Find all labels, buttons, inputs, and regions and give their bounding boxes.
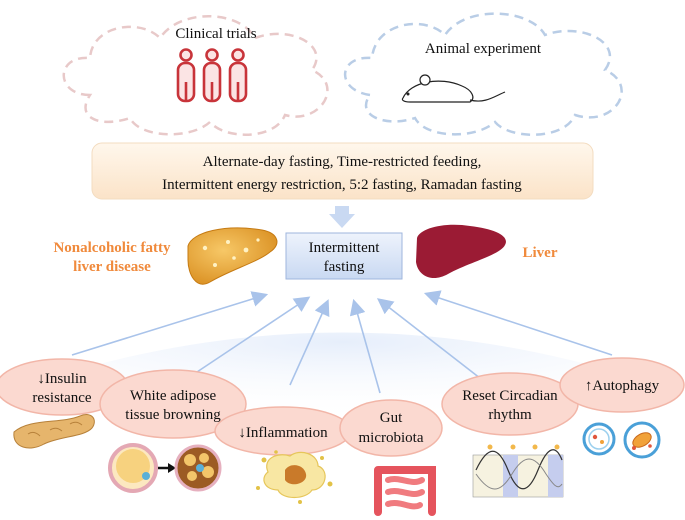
- clinical-trials-label: Clinical trials: [175, 26, 256, 42]
- mechanism-line-1: ↓Inflammation: [238, 425, 328, 441]
- mouse-icon: [401, 74, 506, 103]
- mechanism-line-1: White adipose: [130, 388, 217, 404]
- mechanism-gut: Gut microbiota: [339, 399, 443, 457]
- mechanisms: ↓Insulin resistance White adipose tissue…: [0, 357, 685, 457]
- animal-experiment-cloud: Animal experiment: [343, 12, 623, 136]
- mechanism-line-2: rhythm: [488, 407, 532, 423]
- mechanism-line-2: resistance: [32, 390, 91, 406]
- liver-icon: [416, 224, 506, 279]
- cloud-outline: [62, 15, 329, 136]
- liver-group: Liver: [416, 224, 558, 279]
- fatty-liver-icon: [187, 227, 278, 285]
- arrow-gut: [349, 298, 381, 394]
- inflammation-cell-icon: [256, 450, 333, 504]
- circadian-wave-icon: [472, 444, 564, 498]
- center-panel: [285, 232, 403, 280]
- animal-experiment-label: Animal experiment: [425, 41, 542, 57]
- center-label-line-1: Intermittent: [309, 240, 381, 256]
- adipocyte-icon: [108, 443, 222, 493]
- arrow-inflammation: [289, 299, 330, 386]
- mechanism-line-2: microbiota: [359, 430, 424, 446]
- mechanism-line-1: ↓Insulin: [37, 371, 87, 387]
- nafld-group: Nonalcoholic fatty liver disease: [53, 227, 278, 285]
- mechanism-line-1: ↑Autophagy: [585, 378, 660, 394]
- mechanism-autophagy: ↑Autophagy: [559, 357, 685, 413]
- mechanism-adipose: White adipose tissue browning: [99, 369, 247, 439]
- arrow-circadian: [376, 298, 486, 383]
- regimens-line-2: Intermittent energy restriction, 5:2 fas…: [162, 177, 522, 193]
- people-group-icon: [176, 48, 248, 103]
- intestine-icon: [374, 466, 436, 516]
- mechanism-circadian: Reset Circadian rhythm: [441, 372, 579, 436]
- down-arrow-icon: [329, 206, 355, 228]
- regimens-line-1: Alternate-day fasting, Time-restricted f…: [203, 154, 482, 170]
- mechanism-line-2: tissue browning: [125, 407, 221, 423]
- liver-label: Liver: [523, 245, 558, 261]
- nafld-label-line-2: liver disease: [73, 259, 151, 275]
- arrow-insulin: [71, 291, 269, 356]
- clinical-trials-cloud: Clinical trials: [62, 15, 329, 136]
- intermittent-fasting-box: Intermittent fasting: [285, 232, 403, 280]
- fasting-regimens-box: Alternate-day fasting, Time-restricted f…: [91, 142, 594, 200]
- nafld-label-line-1: Nonalcoholic fatty: [53, 240, 171, 256]
- center-label-line-2: fasting: [324, 259, 365, 275]
- mechanism-inflammation: ↓Inflammation: [214, 406, 352, 456]
- autophagy-icon: [582, 421, 661, 459]
- pancreas-icon: [13, 414, 95, 449]
- arrow-adipose: [187, 296, 311, 379]
- mechanism-line-1: Reset Circadian: [462, 388, 558, 404]
- mechanism-insulin: ↓Insulin resistance: [0, 358, 129, 416]
- arrow-autophagy: [423, 290, 613, 356]
- mechanism-line-1: Gut: [380, 410, 403, 426]
- mechanism-arrows: [71, 290, 613, 394]
- regimens-panel: [91, 142, 594, 200]
- cloud-outline: [343, 12, 623, 136]
